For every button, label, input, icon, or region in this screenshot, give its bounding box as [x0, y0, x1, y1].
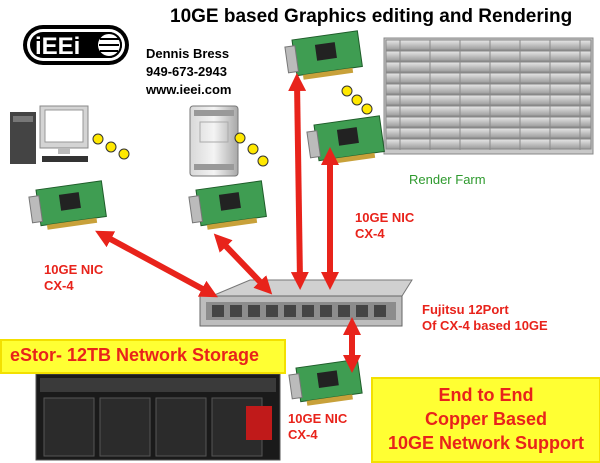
nic-label-left-line1: 10GE NIC	[44, 262, 104, 277]
contact-info: Dennis Bress 949-673-2943 www.ieei.com	[146, 45, 232, 99]
storage-label: eStor- 12TB Network Storage	[10, 345, 260, 365]
support-line2: Copper Based	[424, 409, 548, 429]
nic-card-icon	[188, 180, 267, 230]
status-dots-render	[341, 85, 373, 115]
support-line1: End to End	[438, 385, 534, 405]
nic-card-icon	[284, 30, 363, 80]
mac-pro-icon	[189, 105, 239, 177]
ieei-logo-icon: iEEi	[23, 25, 129, 65]
support-line3: 10GE Network Support	[387, 433, 585, 453]
switch-label-line1: Fujitsu 12Port	[422, 302, 509, 317]
nic-label-center-line1: 10GE NIC	[355, 210, 415, 225]
switch-label-line2: Of CX-4 based 10GE	[422, 318, 548, 333]
nic-label-left: 10GE NIC CX-4	[44, 262, 103, 294]
nic-label-center-line2: CX-4	[355, 226, 385, 241]
nic-label-bottom: 10GE NIC CX-4	[288, 411, 347, 443]
ieei-logo-text: iEEi	[35, 33, 80, 60]
desktop-pc-icon	[10, 105, 89, 164]
status-dots-mac	[234, 132, 269, 167]
support-label-box: End to End Copper Based 10GE Network Sup…	[371, 377, 600, 463]
ieei-logo: iEEi	[21, 23, 131, 67]
server-rack-icon	[383, 37, 594, 155]
connection-arrows	[95, 73, 361, 373]
nic-label-bottom-line1: 10GE NIC	[288, 411, 348, 426]
nic-card-icon	[28, 180, 107, 230]
page-title: 10GE based Graphics editing and Renderin…	[170, 6, 573, 27]
nic-card-icon	[288, 358, 363, 406]
nic-label-bottom-line2: CX-4	[288, 427, 318, 442]
contact-website: www.ieei.com	[146, 82, 232, 97]
status-dots-pc	[92, 133, 130, 160]
nic-label-left-line2: CX-4	[44, 278, 74, 293]
contact-name: Dennis Bress	[146, 46, 230, 61]
storage-array-icon	[35, 373, 281, 461]
nic-card-icon	[306, 115, 385, 165]
switch-label: Fujitsu 12Port Of CX-4 based 10GE	[422, 302, 548, 334]
storage-label-box: eStor- 12TB Network Storage	[0, 339, 286, 374]
nic-label-center: 10GE NIC CX-4	[355, 210, 414, 242]
render-farm-label: Render Farm	[409, 172, 486, 187]
network-switch-icon	[199, 279, 413, 327]
contact-phone: 949-673-2943	[146, 64, 227, 79]
